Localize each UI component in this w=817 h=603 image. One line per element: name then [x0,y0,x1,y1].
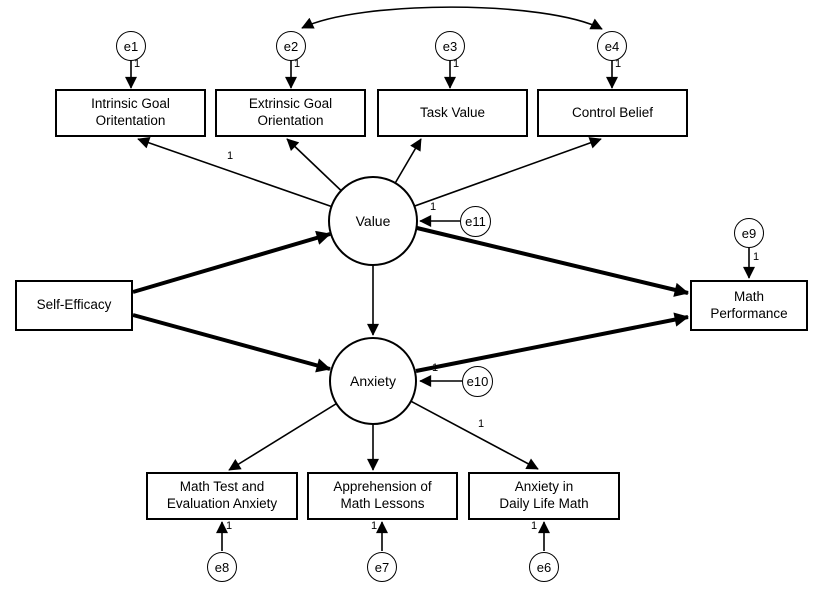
latent-anxiety: Anxiety [329,337,417,425]
box-label: Math Test and Evaluation Anxiety [166,479,278,511]
box-label: Self-Efficacy [36,297,112,313]
weight-e7: 1 [371,520,378,532]
box-label: Control Belief [571,104,654,120]
latent-label: Anxiety [350,373,396,389]
error-e1: e1 [116,31,146,61]
box-label: Extrinsic Goal Orientation [248,96,333,128]
box-intrinsic-goal-orientation: Intrinsic Goal Oritentation [55,89,206,137]
weight-e9: 1 [753,251,760,263]
latent-value: Value [328,176,418,266]
path-anxiety-to-math-performance [415,312,689,373]
error-label: e2 [283,38,299,54]
weight-e1: 1 [134,58,141,70]
error-label: e1 [123,38,139,54]
weight-value-intrinsic: 1 [227,150,234,162]
error-e4: e4 [597,31,627,61]
error-label: e10 [466,374,489,389]
error-e3: e3 [435,31,465,61]
latent-label: Value [355,213,391,229]
box-extrinsic-goal-orientation: Extrinsic Goal Orientation [215,89,366,137]
covariance-arc-e2-e4 [301,6,603,30]
error-label: e4 [604,38,620,54]
error-label: e9 [741,225,757,241]
path-value-to-math-performance [416,226,689,297]
error-label: e7 [374,559,390,575]
error-e2: e2 [276,31,306,61]
box-self-efficacy: Self-Efficacy [15,280,133,331]
weight-e8: 1 [226,520,233,532]
box-label: Apprehension of Math Lessons [333,479,432,511]
weight-e2: 1 [294,58,301,70]
weight-e6: 1 [531,520,538,532]
box-math-performance: Math Performance [690,280,808,331]
box-label: Anxiety in Daily Life Math [499,479,589,511]
weight-e10: 1 [432,362,439,374]
error-label: e3 [442,38,458,54]
path-self-efficacy-to-anxiety [132,313,331,373]
box-task-value: Task Value [377,89,528,137]
error-e7: e7 [367,552,397,582]
weight-e11: 1 [430,201,437,213]
path-self-efficacy-to-value [132,230,331,294]
error-e6: e6 [529,552,559,582]
box-anxiety-in-daily-life-math: Anxiety in Daily Life Math [468,472,620,520]
error-e11: e11 [460,206,491,237]
error-e10: e10 [462,366,493,397]
box-math-test-evaluation-anxiety: Math Test and Evaluation Anxiety [146,472,298,520]
box-label: Intrinsic Goal Oritentation [91,96,170,128]
weight-e4: 1 [615,58,622,70]
error-label: e6 [536,559,552,575]
box-label: Task Value [419,104,486,120]
error-e9: e9 [734,218,764,248]
weight-e3: 1 [453,58,460,70]
box-control-belief: Control Belief [537,89,688,137]
box-label: Math Performance [710,288,788,321]
error-label: e11 [465,214,486,229]
error-e8: e8 [207,552,237,582]
weight-anxiety-daily-life: 1 [478,418,485,430]
box-apprehension-of-math-lessons: Apprehension of Math Lessons [307,472,458,520]
error-label: e8 [214,559,230,575]
